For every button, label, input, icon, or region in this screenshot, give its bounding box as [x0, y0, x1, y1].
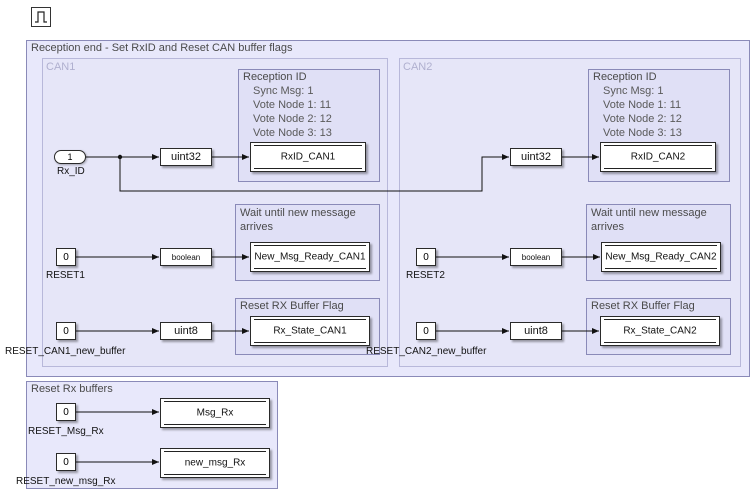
- can2-area-title: CAN2: [403, 61, 433, 73]
- can1-reception-id-line: Vote Node 2: 12: [253, 113, 332, 125]
- can2-rxid-datastore-write[interactable]: RxID_CAN2: [600, 142, 716, 172]
- rx-id-inport[interactable]: 1: [54, 150, 86, 164]
- can1-area-title: CAN1: [46, 61, 76, 73]
- reset-rx-buffers-title: Reset Rx buffers: [31, 383, 113, 395]
- reset2-label: RESET2: [406, 270, 445, 281]
- can1-new-msg-ready-datastore-write[interactable]: New_Msg_Ready_CAN1: [250, 242, 370, 272]
- can1-rx-state-datastore-write[interactable]: Rx_State_CAN1: [250, 316, 370, 346]
- pulse-icon[interactable]: [31, 7, 51, 27]
- reset-msg-rx-label: RESET_Msg_Rx: [28, 426, 104, 437]
- can1-rx-state-label: Rx_State_CAN1: [273, 325, 347, 337]
- can2-uint32-convert-block[interactable]: uint32: [510, 148, 562, 166]
- can2-uint8-convert-block[interactable]: uint8: [510, 322, 562, 340]
- reset-can1-buffer-value: 0: [63, 325, 69, 337]
- reset1-constant[interactable]: 0: [56, 248, 76, 266]
- reset-can2-buffer-label: RESET_CAN2_new_buffer: [366, 346, 487, 357]
- can2-reception-id-line: Vote Node 3: 13: [603, 127, 682, 139]
- reset1-label: RESET1: [46, 270, 85, 281]
- can2-reset-title: Reset RX Buffer Flag: [591, 300, 695, 312]
- can2-rxid-datastore-label: RxID_CAN2: [630, 151, 686, 163]
- reset2-constant[interactable]: 0: [416, 248, 436, 266]
- can1-reception-id-title: Reception ID: [243, 71, 307, 83]
- can1-boolean-convert-block[interactable]: boolean: [160, 248, 212, 266]
- new-msg-rx-datastore-label: new_msg_Rx: [184, 457, 246, 469]
- can1-uint8-convert-block[interactable]: uint8: [160, 322, 212, 340]
- reset-can2-buffer-value: 0: [423, 325, 429, 337]
- new-msg-rx-datastore-write[interactable]: new_msg_Rx: [160, 448, 270, 478]
- msg-rx-datastore-label: Msg_Rx: [196, 407, 234, 419]
- can2-reception-id-line: Sync Msg: 1: [603, 85, 664, 97]
- can1-rxid-datastore-write[interactable]: RxID_CAN1: [250, 142, 366, 172]
- msg-rx-datastore-write[interactable]: Msg_Rx: [160, 398, 270, 428]
- can2-reception-id-line: Vote Node 2: 12: [603, 113, 682, 125]
- can1-reception-id-line: Vote Node 1: 11: [253, 99, 332, 111]
- can2-rx-state-datastore-write[interactable]: Rx_State_CAN2: [600, 316, 720, 346]
- reset-can1-buffer-constant[interactable]: 0: [56, 322, 76, 340]
- can2-new-msg-ready-label: New_Msg_Ready_CAN2: [605, 251, 717, 263]
- reset-new-msg-rx-constant[interactable]: 0: [56, 453, 76, 471]
- can1-reception-id-line: Vote Node 3: 13: [253, 127, 332, 139]
- reset1-constant-value: 0: [63, 251, 69, 263]
- can2-reception-id-title: Reception ID: [593, 71, 657, 83]
- reset-new-msg-rx-label: RESET_new_msg_Rx: [16, 476, 116, 487]
- can1-new-msg-ready-label: New_Msg_Ready_CAN1: [254, 251, 366, 263]
- reset-can2-buffer-constant[interactable]: 0: [416, 322, 436, 340]
- can2-rx-state-label: Rx_State_CAN2: [623, 325, 697, 337]
- reset-msg-rx-value: 0: [63, 406, 69, 418]
- can1-rxid-datastore-label: RxID_CAN1: [280, 151, 336, 163]
- can1-reset-title: Reset RX Buffer Flag: [240, 300, 344, 312]
- can2-reception-id-line: Vote Node 1: 11: [603, 99, 682, 111]
- can2-new-msg-ready-datastore-write[interactable]: New_Msg_Ready_CAN2: [601, 242, 721, 272]
- reset-msg-rx-constant[interactable]: 0: [56, 403, 76, 421]
- can2-wait-title: Wait until new message arrives: [591, 207, 707, 233]
- can1-uint32-convert-block[interactable]: uint32: [160, 148, 212, 166]
- rx-id-inport-number: 1: [67, 152, 73, 162]
- reset-can1-buffer-label: RESET_CAN1_new_buffer: [5, 346, 126, 357]
- can1-wait-title: Wait until new message arrives: [240, 207, 356, 233]
- reset-new-msg-rx-value: 0: [63, 456, 69, 468]
- reset2-constant-value: 0: [423, 251, 429, 263]
- can2-boolean-convert-block[interactable]: boolean: [510, 248, 562, 266]
- reception-area-title: Reception end - Set RxID and Reset CAN b…: [31, 42, 293, 54]
- can1-reception-id-line: Sync Msg: 1: [253, 85, 314, 97]
- rx-id-label: Rx_ID: [57, 166, 85, 177]
